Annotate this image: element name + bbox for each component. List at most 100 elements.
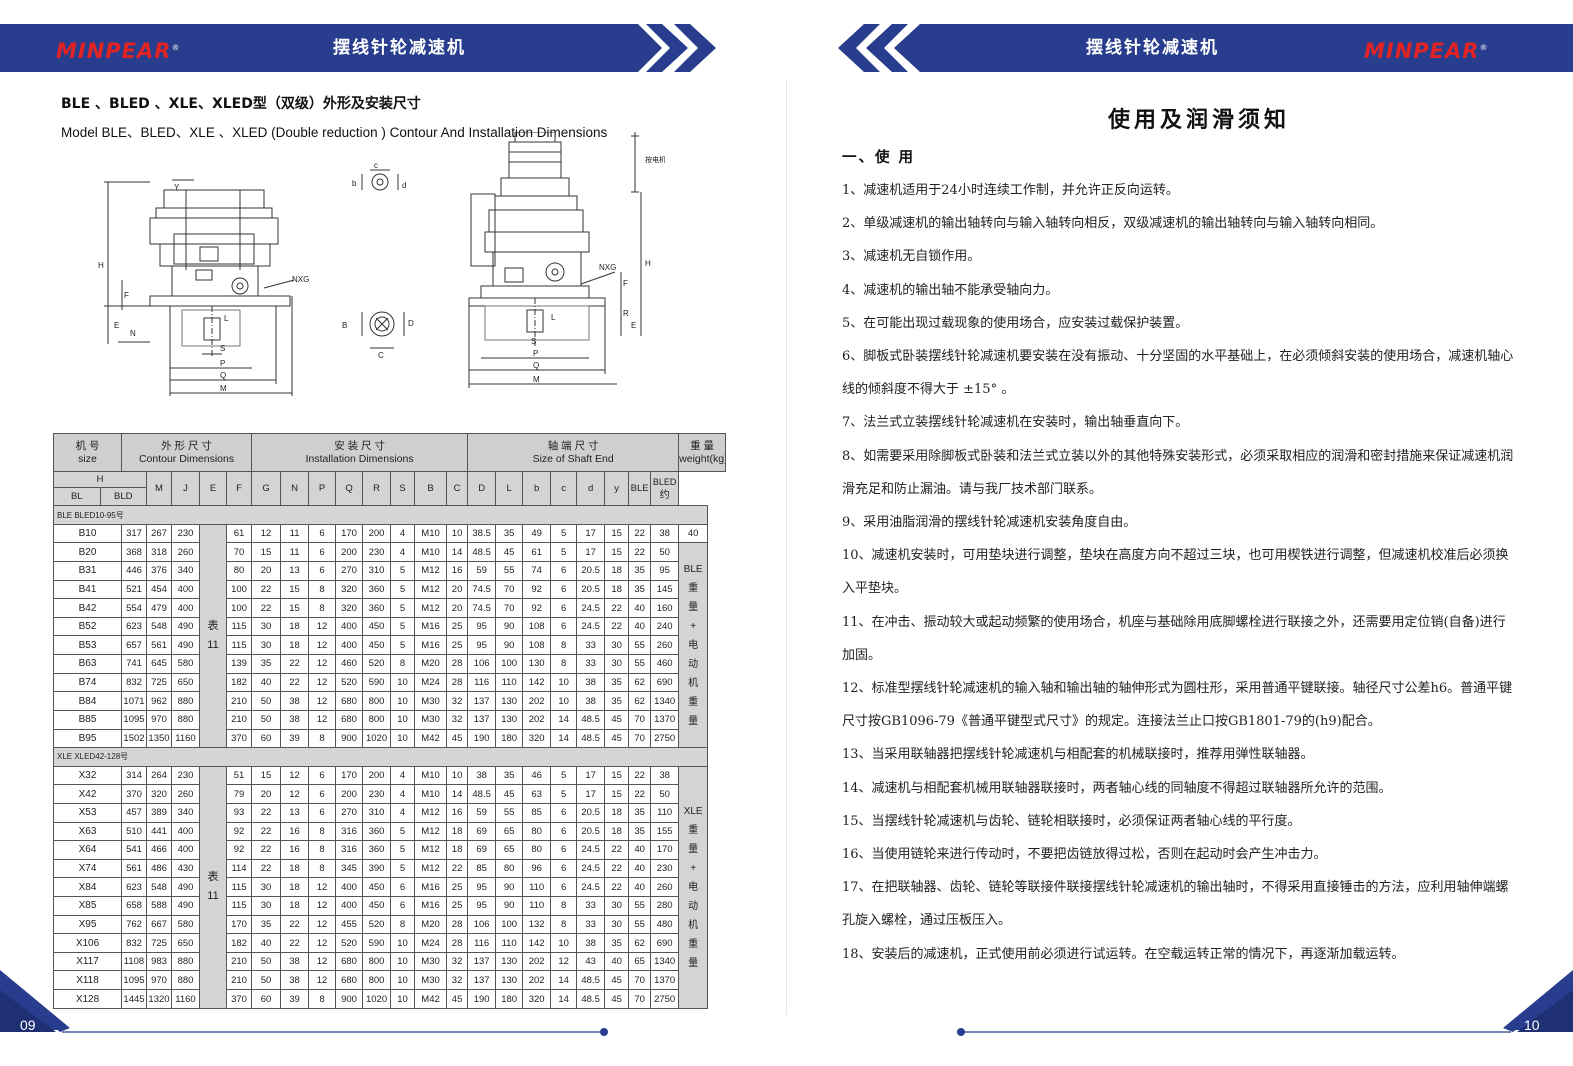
svg-text:F: F bbox=[124, 291, 129, 300]
col-s-header: S bbox=[390, 470, 416, 507]
col-r-header: R bbox=[362, 470, 392, 507]
col-f-header: F bbox=[225, 470, 253, 507]
svg-text:NXG: NXG bbox=[599, 263, 616, 272]
size-cell: X42 bbox=[53, 784, 122, 804]
usage-note: 15、当摆线针轮减速机与齿轮、链轮相联接时，必须保证两者轴心线的平行度。 bbox=[842, 813, 1301, 829]
size-cell: B53 bbox=[53, 635, 122, 656]
usage-note: 7、法兰式立装摆线针轮减速机在安装时，输出轴垂直向下。 bbox=[842, 415, 1189, 431]
svg-text:F: F bbox=[623, 279, 628, 288]
col-q-header: Q bbox=[335, 470, 364, 507]
usage-note: 6、脚板式卧装摆线针轮减速机要安装在没有振动、十分坚固的水平基础上，在必须倾斜安… bbox=[842, 349, 1514, 398]
size-cell: X95 bbox=[53, 914, 122, 935]
usage-note: 14、减速机与相配套机械用联轴器联接时，两者轴心线的同轴度不得超过联轴器所允许的… bbox=[842, 780, 1392, 796]
col-b-header: B bbox=[414, 470, 448, 507]
svg-text:D: D bbox=[408, 319, 414, 328]
col-y-header: y bbox=[604, 470, 630, 507]
size-cell: B85 bbox=[53, 709, 122, 730]
page-number-right: 10 bbox=[1524, 1017, 1540, 1033]
brand-logo-right: MINPEAR® bbox=[1364, 39, 1489, 63]
svg-text:E: E bbox=[631, 321, 636, 330]
svg-text:N: N bbox=[130, 329, 136, 338]
section-heading-cn: BLE 、BLED 、XLE、XLED型（双级）外形及安装尺寸 bbox=[61, 96, 421, 112]
table-section-row: XLE XLED42-128号 bbox=[52, 747, 726, 767]
size-cell: X74 bbox=[53, 858, 122, 879]
svg-text:d: d bbox=[402, 181, 406, 190]
svg-text:M: M bbox=[220, 384, 227, 393]
header-title-right: 摆线针轮减速机 bbox=[1086, 38, 1219, 58]
usage-note: 3、减速机无自锁作用。 bbox=[842, 249, 981, 265]
size-cell: X117 bbox=[53, 951, 122, 972]
col-b-small-header: b bbox=[522, 470, 552, 507]
page-title: 使用及润滑须知 bbox=[1108, 108, 1291, 133]
size-cell: B10 bbox=[53, 523, 122, 544]
horizontal-reducer-drawing: H F E N P Q M S L NXG Y bbox=[98, 179, 309, 396]
usage-note: 4、减速机的输出轴不能承受轴向力。 bbox=[842, 282, 1059, 298]
col-n-header: N bbox=[280, 470, 310, 507]
size-cell: B63 bbox=[53, 654, 122, 674]
svg-text:C: C bbox=[378, 351, 384, 360]
size-cell: X64 bbox=[53, 840, 122, 860]
svg-text:Q: Q bbox=[533, 361, 539, 370]
page-gutter bbox=[786, 80, 787, 1015]
footer-decoration-left bbox=[0, 970, 608, 1036]
usage-note: 13、当采用联轴器把摆线针轮减速机与相配套的机械联接时，推荐用弹性联轴器。 bbox=[842, 747, 1314, 763]
svg-text:c: c bbox=[374, 161, 378, 170]
col-g-header: G bbox=[251, 470, 282, 507]
svg-text:P: P bbox=[220, 359, 225, 368]
size-cell: B74 bbox=[53, 672, 122, 693]
col-d-small-header: d bbox=[576, 470, 606, 507]
page-number-left: 09 bbox=[20, 1017, 36, 1033]
svg-text:按电机尺寸: 按电机尺寸 bbox=[645, 155, 665, 164]
usage-note: 16、当使用链轮来进行传动时，不要把齿链放得过松，否则在起动时会产生冲击力。 bbox=[842, 847, 1327, 863]
size-cell: B31 bbox=[53, 561, 122, 581]
size-cell: X32 bbox=[53, 765, 122, 786]
section-heading-usage: 一、使 用 bbox=[842, 150, 916, 166]
chevron-right-icon bbox=[612, 24, 716, 72]
col-c-small-header: c bbox=[550, 470, 578, 507]
size-cell: X106 bbox=[53, 933, 122, 953]
col-m-header: M bbox=[146, 470, 172, 507]
svg-text:S: S bbox=[531, 337, 536, 346]
col-weight-ble-header: BLE bbox=[628, 470, 652, 507]
usage-note: 9、采用油脂润滑的摆线针轮减速机安装角度自由。 bbox=[842, 515, 1137, 531]
svg-text:B: B bbox=[342, 321, 347, 330]
size-cell: B42 bbox=[53, 598, 122, 618]
size-cell: B20 bbox=[53, 542, 122, 563]
svg-text:Q: Q bbox=[220, 371, 226, 380]
brand-logo-left: MINPEAR® bbox=[56, 39, 181, 63]
size-cell: B84 bbox=[53, 691, 122, 711]
size-cell: B52 bbox=[53, 616, 122, 637]
usage-note: 10、减速机安装时，可用垫块进行调整，垫块在高度方向不超过三块，也可用楔铁进行调… bbox=[842, 548, 1509, 597]
chevron-left-icon bbox=[838, 24, 938, 72]
col-c-header: C bbox=[446, 470, 469, 507]
svg-text:P: P bbox=[533, 349, 538, 358]
